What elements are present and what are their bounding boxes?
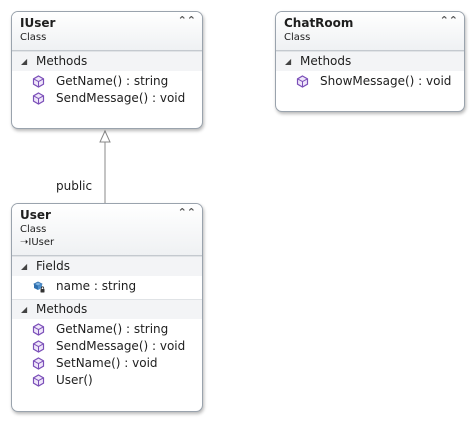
class-user[interactable]: User Class ➝IUser ⌃⌃ ◢ Fields name : str…	[11, 203, 203, 412]
method-item[interactable]: ShowMessage() : void	[276, 73, 464, 90]
triangle-down-icon[interactable]: ◢	[21, 305, 28, 314]
method-cube-icon	[32, 323, 45, 336]
method-signature: ShowMessage() : void	[320, 74, 452, 88]
methods-section-header[interactable]: ◢ Methods	[12, 299, 202, 319]
class-name: ChatRoom	[284, 16, 354, 30]
method-item[interactable]: GetName() : string	[12, 321, 202, 338]
fields-section-header[interactable]: ◢ Fields	[12, 256, 202, 276]
method-signature: GetName() : string	[56, 322, 169, 336]
section-label: Fields	[36, 259, 70, 273]
arrow-right-icon: ➝	[20, 237, 29, 248]
class-header: ChatRoom Class ⌃⌃	[276, 12, 464, 51]
method-item[interactable]: SendMessage() : void	[12, 338, 202, 355]
class-inherits: ➝IUser	[20, 236, 194, 249]
fields-list: name : string	[12, 276, 202, 299]
method-item[interactable]: GetName() : string	[12, 73, 202, 90]
method-signature: SendMessage() : void	[56, 339, 186, 353]
method-cube-icon	[32, 92, 45, 105]
section-label: Methods	[36, 54, 88, 68]
class-iuser[interactable]: IUser Class ⌃⌃ ◢ Methods GetName() : str…	[11, 11, 203, 129]
inheritance-arrowhead	[99, 129, 111, 143]
class-chatroom[interactable]: ChatRoom Class ⌃⌃ ◢ Methods ShowMessage(…	[275, 11, 465, 112]
section-label: Methods	[36, 302, 88, 316]
field-signature: name : string	[56, 279, 137, 293]
triangle-down-icon[interactable]: ◢	[21, 57, 28, 66]
method-signature: GetName() : string	[56, 74, 169, 88]
methods-list: GetName() : string SendMessage() : void …	[12, 319, 202, 393]
method-cube-icon	[32, 340, 45, 353]
field-item[interactable]: name : string	[12, 278, 202, 295]
double-chevron-up-icon[interactable]: ⌃⌃	[439, 14, 458, 27]
method-cube-icon	[32, 75, 45, 88]
relation-label: public	[56, 179, 93, 193]
triangle-down-icon[interactable]: ◢	[285, 57, 292, 66]
methods-list: ShowMessage() : void	[276, 71, 464, 94]
method-signature: SetName() : void	[56, 356, 158, 370]
method-signature: User()	[56, 373, 93, 387]
double-chevron-up-icon[interactable]: ⌃⌃	[177, 206, 196, 219]
method-cube-icon	[32, 374, 45, 387]
class-name: User	[20, 208, 51, 222]
method-cube-icon	[32, 357, 45, 370]
class-header: IUser Class ⌃⌃	[12, 12, 202, 51]
methods-section-header[interactable]: ◢ Methods	[276, 51, 464, 71]
class-name: IUser	[20, 16, 56, 30]
field-icon	[33, 281, 45, 293]
triangle-down-icon[interactable]: ◢	[21, 262, 28, 271]
method-cube-icon	[296, 75, 309, 88]
double-chevron-up-icon[interactable]: ⌃⌃	[177, 14, 196, 27]
inherits-name: IUser	[28, 237, 55, 248]
method-item[interactable]: SendMessage() : void	[12, 90, 202, 107]
method-item[interactable]: SetName() : void	[12, 355, 202, 372]
class-header: User Class ➝IUser ⌃⌃	[12, 204, 202, 256]
class-kind: Class	[20, 32, 47, 43]
method-signature: SendMessage() : void	[56, 91, 186, 105]
methods-section-header[interactable]: ◢ Methods	[12, 51, 202, 71]
method-item[interactable]: User()	[12, 372, 202, 389]
section-label: Methods	[300, 54, 352, 68]
class-kind: Class	[284, 32, 311, 43]
class-kind: Class	[20, 224, 47, 235]
methods-list: GetName() : string SendMessage() : void	[12, 71, 202, 111]
